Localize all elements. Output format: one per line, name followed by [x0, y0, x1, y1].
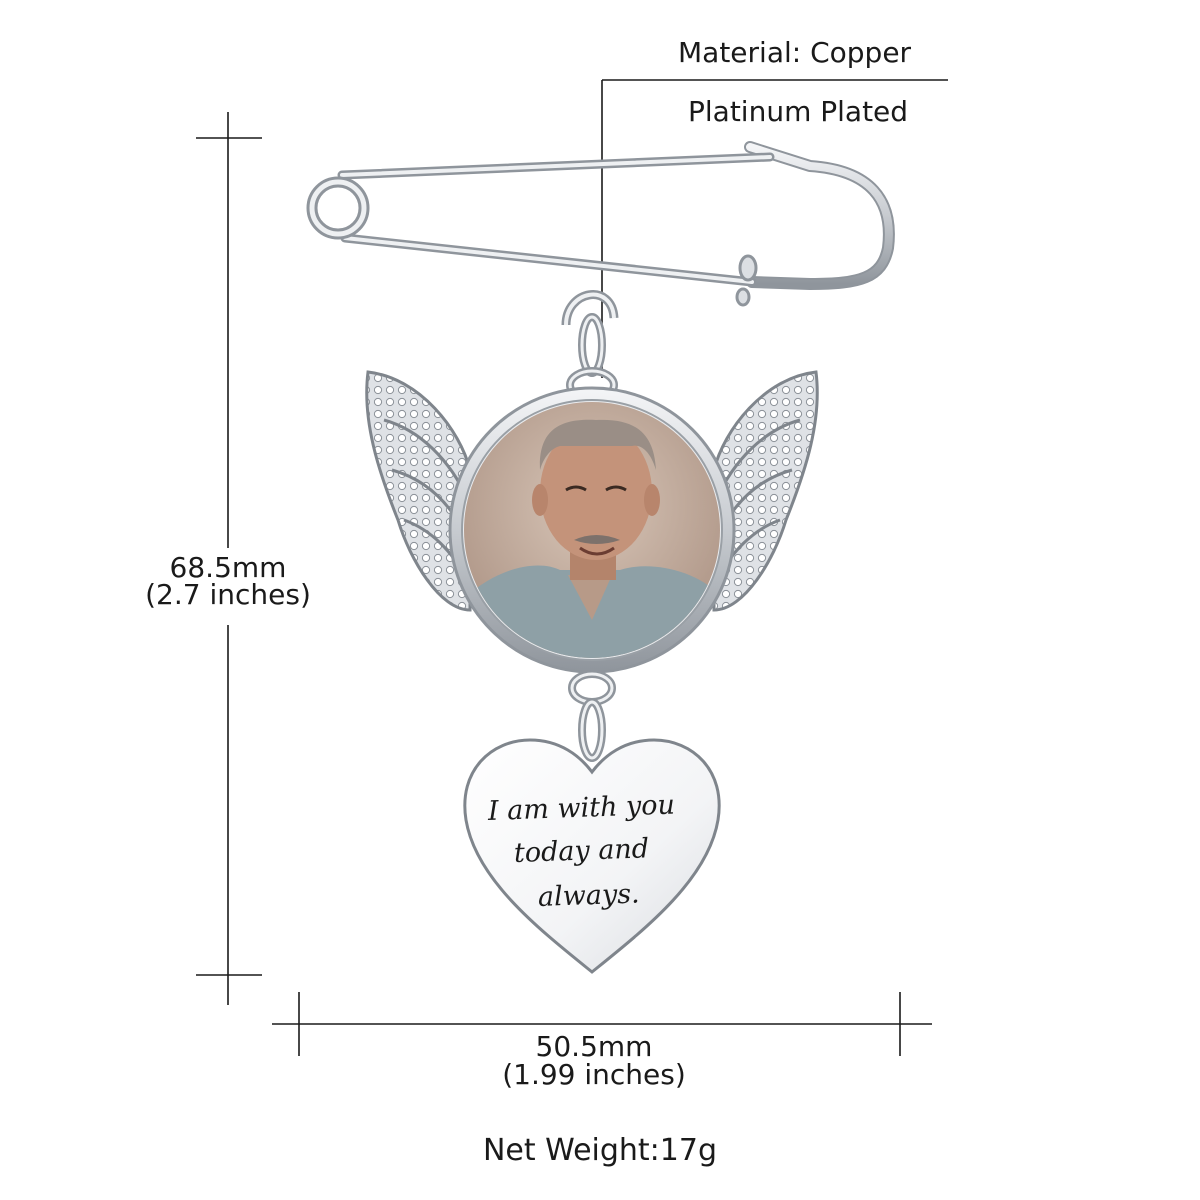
width-mm-label: 50.5mm	[535, 1030, 653, 1063]
engraving-line-2: today and	[513, 833, 650, 869]
height-mm-label: 68.5mm	[169, 551, 287, 584]
height-inches-label: (2.7 inches)	[145, 578, 311, 611]
width-inches-label: (1.99 inches)	[502, 1058, 686, 1091]
portrait-photo	[464, 402, 720, 658]
engraving-line-1: I am with you	[487, 789, 676, 827]
photo-locket-icon	[448, 386, 736, 674]
angel-wings-icon	[365, 370, 819, 612]
plating-label: Platinum Plated	[688, 95, 909, 128]
height-dimension-line	[196, 112, 262, 1005]
jump-ring-top	[561, 290, 619, 403]
engraving-line-3: always.	[537, 878, 641, 913]
net-weight-label: Net Weight:17g	[482, 1133, 718, 1168]
safety-pin-icon	[306, 141, 895, 307]
material-label: Material: Copper	[678, 36, 912, 69]
heart-pendant-icon	[463, 738, 721, 974]
width-dimension-line	[272, 992, 932, 1056]
jump-ring-bottom	[568, 670, 616, 762]
